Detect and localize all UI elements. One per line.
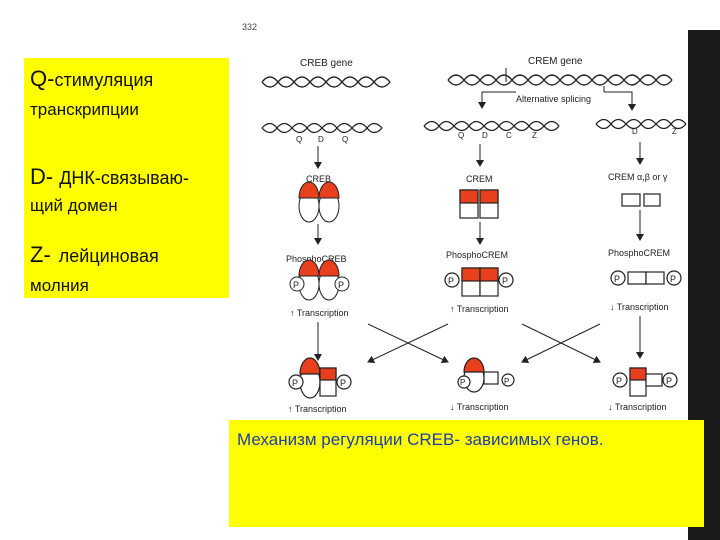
heterodimer-right: [612, 367, 678, 397]
transcription-heterodimer-mid: ↓ Transcription: [450, 402, 509, 412]
creb-label: CREB: [306, 174, 331, 184]
legend-d-line2: щий домен: [30, 196, 118, 215]
creb-dimer: [298, 181, 340, 223]
exon-label-crem-1: D: [482, 131, 488, 140]
exon-label-crem-0: Q: [458, 131, 464, 140]
exon-label-right-0: D: [632, 127, 638, 136]
heterodimer-left: [288, 357, 352, 399]
heterodimer-left-p-right: P: [340, 378, 346, 388]
legend-q-term: Q-стимуляция: [30, 66, 153, 92]
legend-q-letter: Q-: [30, 66, 55, 91]
heterodimer-cross-arrows: [367, 323, 601, 364]
phospho-crem-mid-p-right: P: [502, 276, 508, 286]
crem-isoforms-label: CREM α,β or γ: [608, 172, 668, 182]
exon-label-right-1: Z: [672, 127, 677, 136]
legend-d-term: D-ДНК-связываю-: [30, 164, 189, 190]
phospho-crem-mid-p-left: P: [448, 276, 454, 286]
page-number: 332: [242, 22, 258, 32]
phospho-creb-p-left: P: [293, 280, 299, 290]
heterodimer-mid: [457, 357, 515, 393]
caption-box: [229, 420, 704, 527]
transcription-heterodimer-left: ↑ Transcription: [288, 404, 347, 414]
phospho-crem-right-dimer: [610, 270, 682, 286]
exon-label-crem-3: Z: [532, 131, 537, 140]
heterodimer-right-p-right: P: [666, 376, 672, 386]
phospho-creb-p-right: P: [338, 280, 344, 290]
creb-gene-helix: [261, 76, 391, 88]
phospho-creb-label: PhosphoCREB: [286, 254, 347, 264]
creb-gene-label: CREB gene: [300, 58, 353, 69]
legend-z-term: Z-лейциновая: [30, 242, 159, 268]
crem-mrna-helix-mid: [423, 120, 560, 132]
legend-z-line2: молния: [30, 276, 89, 295]
legend-box: [24, 58, 229, 298]
exon-label-creb-2: Q: [342, 135, 348, 144]
splice-arrow-right: [604, 91, 636, 111]
alternative-splicing-label: Alternative splicing: [516, 94, 591, 104]
phospho-creb-dimer: [289, 259, 350, 301]
legend-q-line1: стимуляция: [54, 70, 154, 90]
crem-gene-label: CREM gene: [528, 56, 583, 67]
phospho-crem-right-label: PhosphoCREM: [608, 248, 670, 258]
legend-d-letter: D-: [30, 164, 54, 189]
heterodimer-mid-p-right: P: [504, 377, 509, 386]
heterodimer-left-p-left: P: [292, 378, 298, 388]
heterodimer-mid-p-left: P: [460, 378, 465, 387]
legend-q-line2: транскрипции: [30, 100, 139, 119]
caption: Механизм регуляции CREB- зависимых генов…: [237, 430, 604, 449]
transcription-crem-right: ↓ Transcription: [610, 302, 669, 312]
legend-z-letter: Z-: [30, 242, 51, 267]
crem-gene-helix: [447, 74, 673, 86]
crem-mrna-helix-right: [595, 118, 687, 130]
phospho-crem-mid-label: PhosphoCREM: [446, 250, 508, 260]
phospho-crem-mid-dimer: [444, 267, 514, 297]
transcription-crem-mid: ↑ Transcription: [450, 304, 509, 314]
phospho-crem-right-p-left: P: [614, 274, 620, 284]
crem-label: CREM: [466, 174, 493, 184]
exon-label-creb-0: Q: [296, 135, 302, 144]
exon-label-crem-2: C: [506, 131, 512, 140]
crem-isoform-dimer: [621, 193, 661, 207]
legend-d-line1: ДНК-связываю-: [59, 168, 190, 188]
heterodimer-right-p-left: P: [616, 376, 622, 386]
exon-label-creb-1: D: [318, 135, 324, 144]
transcription-heterodimer-right: ↓ Transcription: [608, 402, 667, 412]
phospho-crem-right-p-right: P: [670, 274, 676, 284]
legend-z-line1: лейциновая: [58, 246, 159, 266]
crem-dimer: [459, 189, 499, 219]
transcription-creb: ↑ Transcription: [290, 308, 349, 318]
creb-mrna-helix: [261, 122, 383, 134]
